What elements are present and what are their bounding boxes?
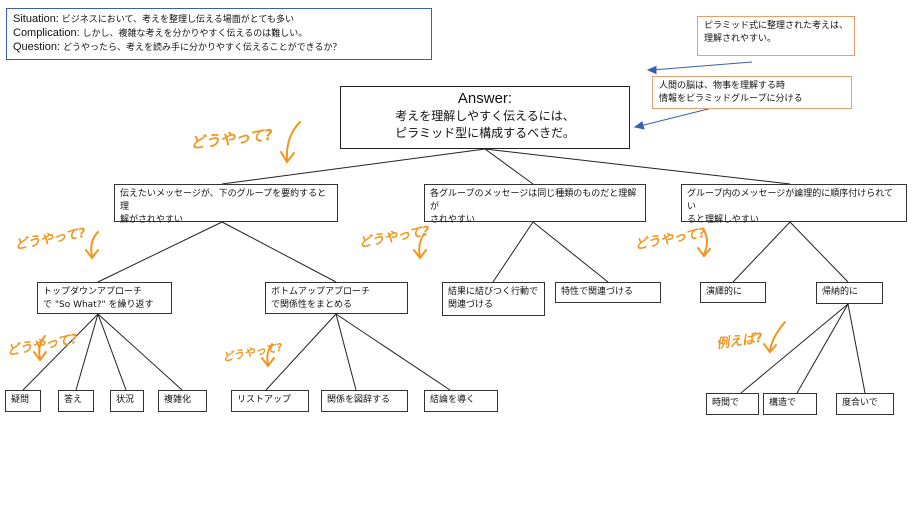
topdown-line1: トップダウンアプローチ [43,287,143,297]
same-type-group-box: 各グループのメッセージは同じ種類のものだと理解が されやすい [424,184,646,225]
leaf-conclude-label: 結論を導く [430,395,476,405]
leaf-question-label: 疑問 [11,395,30,405]
deductive-box: 演繹的に [700,282,766,303]
leaf-complicate-label: 複雑化 [164,395,192,405]
question-label: Question: [13,41,61,53]
leaf-structure-box: 構造で [763,393,817,415]
brain-note-line1: 人間の脳は、物事を理解する時 [659,81,786,91]
result-line2: 関連づける [448,300,494,310]
scq-box: Situation: ビジネスにおいて、考えを整理し伝える場面がとても多い Co… [6,8,432,60]
trait-label: 特性で関連づける [561,287,634,297]
deductive-label: 演繹的に [706,287,743,297]
leaf-answer-label: 答え [64,395,83,405]
leaf-degree-label: 度合いで [842,398,878,408]
leaf-answer-box: 答え [58,390,94,412]
summary-line2: 解がされやすい [120,215,184,225]
inductive-box: 帰納的に [816,282,883,304]
logical-line2: ると理解しやすい [687,215,759,225]
bottomup-line2: で関係性をまとめる [271,300,353,310]
pyramid-note: ピラミッド式に整理された考えは、 理解されやすい。 [697,16,855,56]
leaf-complicate-box: 複雑化 [158,390,207,412]
leaf-diagram-box: 関係を図辞する [321,390,408,412]
topdown-box: トップダウンアプローチ で "So What?" を繰り返す [37,282,172,314]
leaf-situation-box: 状況 [110,390,144,412]
logical-order-group-box: グループ内のメッセージが論理的に順序付けられてい ると理解しやすい [681,184,907,225]
trait-box: 特性で関連づける [555,282,661,303]
answer-box: Answer: 考えを理解しやすく伝えるには、 ピラミッド型に構成するべきだ。 [340,86,630,149]
topdown-line2: で "So What?" を繰り返す [43,300,154,310]
answer-line1: 考えを理解しやすく伝えるには、 [395,109,575,123]
complication-text: しかし、複雑な考えを分かりやすく伝えるのは難しい。 [79,29,308,39]
question-row: Question: どうやったら、考えを読み手に分かりやすく伝えることができるか… [13,41,425,55]
bottomup-box: ボトムアップアプローチ で関係性をまとめる [265,282,408,314]
brain-note: 人間の脳は、物事を理解する時 情報をピラミッドグループに分ける [652,76,852,109]
question-text: どうやったら、考えを読み手に分かりやすく伝えることができるか？ [60,43,342,53]
result-action-box: 結果に結びつく行動で 関連づける [442,282,545,316]
leaf-listup-label: リストアップ [237,395,292,405]
leaf-listup-box: リストアップ [231,390,309,412]
leaf-time-box: 時間で [706,393,759,415]
brain-note-line2: 情報をピラミッドグループに分ける [659,94,803,104]
leaf-structure-label: 構造で [769,398,797,408]
summary-group-box: 伝えたいメッセージが、下のグループを要約すると理 解がされやすい [114,184,338,225]
leaf-conclude-box: 結論を導く [424,390,498,412]
pyramid-note-line1: ピラミッド式に整理された考えは、 [704,21,849,31]
leaf-situation-label: 状況 [116,395,135,405]
leaf-time-label: 時間で [712,398,740,408]
pyramid-note-line2: 理解されやすい。 [704,34,777,44]
logical-line1: グループ内のメッセージが論理的に順序付けられてい [687,189,894,212]
bottomup-line1: ボトムアップアプローチ [271,287,371,297]
answer-title: Answer: [457,90,513,107]
inductive-label: 帰納的に [822,287,859,297]
same-type-line2: されやすい [430,215,476,225]
situation-label: Situation: [13,13,59,25]
leaf-diagram-label: 関係を図辞する [327,395,391,405]
situation-row: Situation: ビジネスにおいて、考えを整理し伝える場面がとても多い [13,13,425,27]
same-type-line1: 各グループのメッセージは同じ種類のものだと理解が [430,189,637,212]
complication-row: Complication: しかし、複雑な考えを分かりやすく伝えるのは難しい。 [13,27,425,41]
leaf-degree-box: 度合いで [836,393,894,415]
situation-text: ビジネスにおいて、考えを整理し伝える場面がとても多い [58,15,295,25]
result-line1: 結果に結びつく行動で [448,287,539,297]
answer-line2: ピラミッド型に構成するべきだ。 [395,126,575,140]
handwritten-arrows [33,121,786,368]
summary-line1: 伝えたいメッセージが、下のグループを要約すると理 [120,189,327,212]
complication-label: Complication: [13,27,80,39]
leaf-question-box: 疑問 [5,390,41,412]
